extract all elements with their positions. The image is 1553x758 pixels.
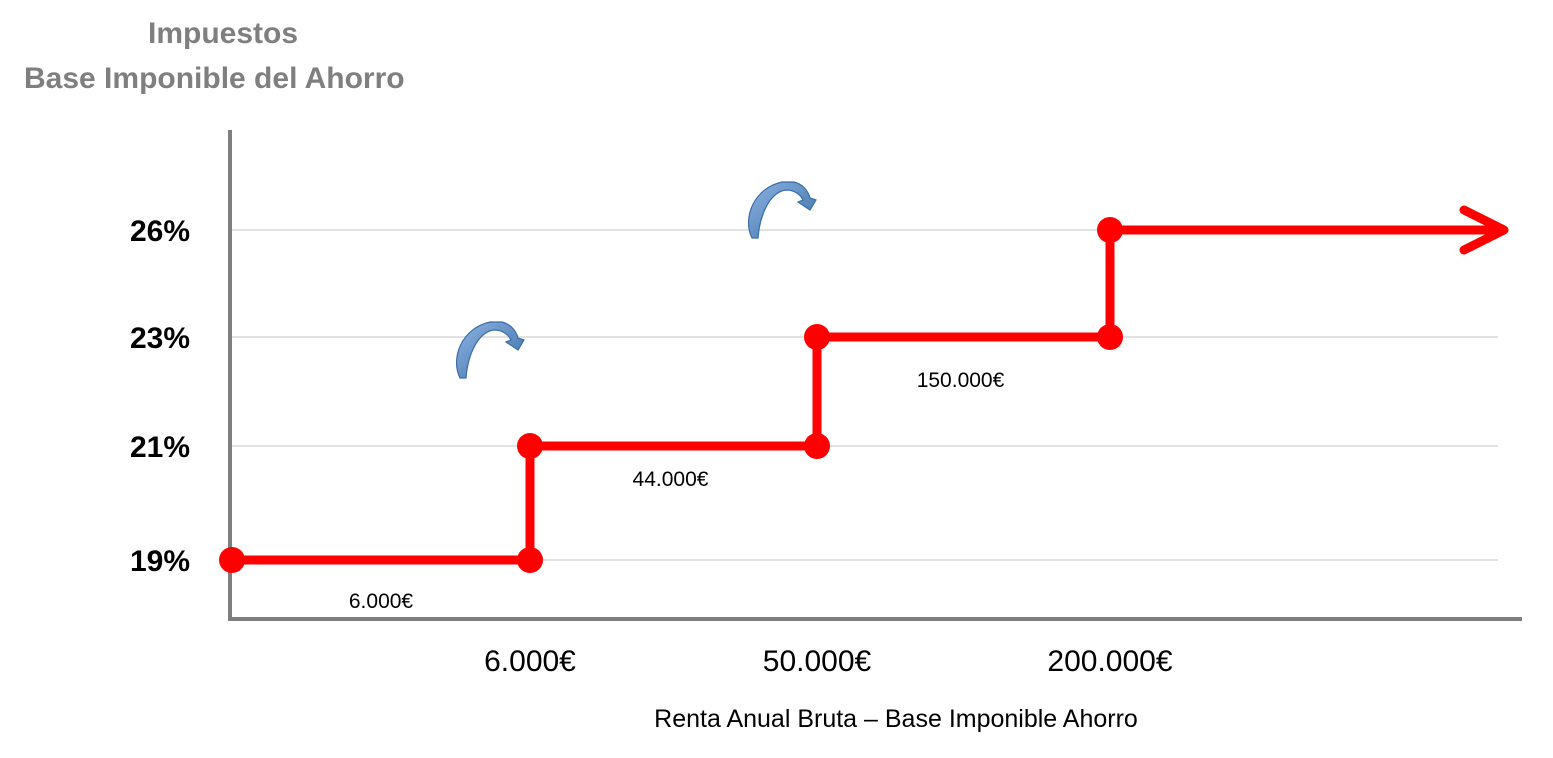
y-tick-label: 19% [130,545,190,578]
segment-label: 150.000€ [917,369,1005,392]
segment-labels: 6.000€ 44.000€ 150.000€ [349,369,1005,613]
data-point [219,547,245,573]
series-arrowhead [1459,205,1509,255]
data-point [804,433,830,459]
chart-title-line1: Impuestos [148,17,299,50]
chart-title-line2: Base Imponible del Ahorro [24,62,405,95]
y-tick-label: 26% [130,215,190,248]
data-point [1097,217,1123,243]
series-step-line [219,205,1509,573]
x-tick-labels: 6.000€ 50.000€ 200.000€ [484,645,1173,678]
series-line [232,225,1500,565]
x-tick-label: 50.000€ [763,645,872,678]
y-tick-label: 21% [130,431,190,464]
curved-arrow-icon [455,321,525,379]
curved-arrow-icons [455,181,817,379]
curved-arrow-icon [747,181,817,239]
x-tick-label: 200.000€ [1047,645,1172,678]
x-axis-label: Renta Anual Bruta – Base Imponible Ahorr… [654,705,1138,733]
data-point [1097,324,1123,350]
grid-lines [232,229,1498,561]
axes [228,130,1522,621]
data-point [517,433,543,459]
y-tick-labels: 19% 21% 23% 26% [130,215,190,578]
segment-label: 44.000€ [633,468,709,491]
data-point [517,547,543,573]
segment-label: 6.000€ [349,590,414,613]
y-tick-label: 23% [130,322,190,355]
x-tick-label: 6.000€ [484,645,576,678]
data-point [804,324,830,350]
